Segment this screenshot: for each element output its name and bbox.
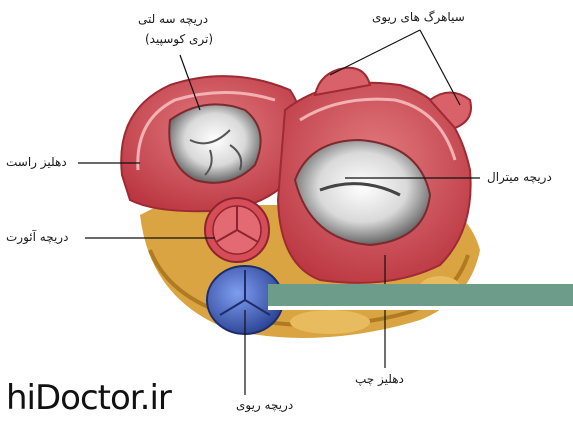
tricuspid-valve-shape bbox=[169, 104, 260, 182]
label-right-atrium: دهلیز راست bbox=[6, 155, 67, 169]
overlay-band bbox=[268, 284, 573, 306]
label-aortic: دریچه آئورت bbox=[6, 230, 68, 244]
watermark: hiDoctor.ir bbox=[6, 378, 171, 418]
label-tricuspid-sub: (تری کوسپید) bbox=[145, 32, 213, 46]
aortic-valve-shape bbox=[205, 198, 269, 262]
label-tricuspid: دریچه سه لتی bbox=[138, 12, 208, 26]
label-pulmonary-valve: دریچه ریوی bbox=[236, 398, 293, 412]
overlay-band-gap bbox=[268, 306, 573, 310]
label-left-atrium: دهلیز چپ bbox=[355, 372, 404, 386]
label-pulmonary-veins: سیاهرگ های ریوی bbox=[372, 10, 465, 24]
label-mitral: دریچه میترال bbox=[487, 170, 552, 184]
